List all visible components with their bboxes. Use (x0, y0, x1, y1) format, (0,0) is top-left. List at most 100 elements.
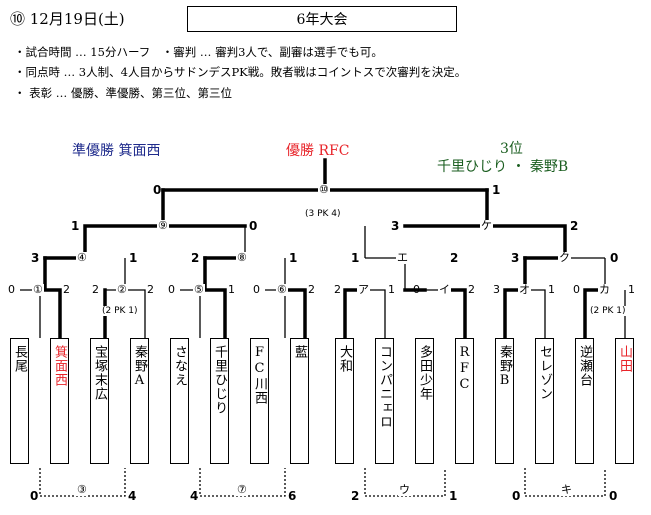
score-e-left: 1 (351, 251, 360, 265)
team-box-hatano-b: 秦野B (495, 338, 514, 464)
score-8-left: 2 (191, 251, 200, 265)
score-ke-left: 3 (391, 219, 400, 233)
match-label-5: ⑤ (193, 283, 205, 296)
team-box-takarazuka-suehiro: 宝塚末広 (90, 338, 109, 464)
team-box-yamada: 山田 (615, 338, 634, 464)
match-label-9: ⑨ (157, 219, 169, 232)
team-box-rfc: RFC (455, 338, 474, 464)
team-name: RFC (457, 345, 472, 393)
rule-line-time: ・試合時間 … 15分ハーフ ・審判 … 審判3人で、副審は選手でも可。 (14, 45, 383, 59)
team-name: FC川西 (252, 345, 267, 405)
team-box-fc-kawanishi: FC川西 (250, 338, 269, 464)
match-label-4: ④ (76, 251, 88, 264)
score-6-left: 0 (253, 283, 260, 296)
score-3-left: 0 (30, 489, 39, 503)
match-label-a: ア (357, 283, 370, 296)
score-ku-right: 0 (610, 251, 619, 265)
score-i-left: 0 (413, 283, 420, 296)
team-name: 山田 (617, 345, 632, 373)
team-name: 長尾 (12, 345, 27, 373)
score-ka-right: 1 (628, 283, 635, 296)
score-2-right: 2 (147, 283, 154, 296)
team-name: 逆瀬台 (577, 345, 592, 387)
score-u-right: 1 (449, 489, 458, 503)
match-label-ki: キ (560, 483, 573, 496)
team-name: 多田少年 (417, 345, 432, 401)
winner-result: 優勝 RFC (286, 143, 350, 159)
third-place-teams: 千里ひじり ・ 秦野B (437, 159, 569, 175)
score-6-right: 2 (308, 283, 315, 296)
score-2-left: 2 (92, 283, 99, 296)
score-o-right: 1 (548, 283, 555, 296)
team-box-companero: コンパニェロ (375, 338, 394, 464)
score-ke-right: 2 (570, 219, 579, 233)
match-label-3: ③ (76, 483, 88, 496)
score-9-right: 0 (249, 219, 258, 233)
match-label-ka: カ (598, 283, 611, 296)
score-7-right: 6 (288, 489, 297, 503)
rule-line-awards: ・ 表彰 … 優勝、準優勝、第三位、第三位 (14, 86, 232, 100)
score-u-left: 2 (351, 489, 360, 503)
event-title: 6年大会 (296, 12, 348, 28)
team-name: 千里ひじり (212, 345, 227, 415)
match-label-7: ⑦ (236, 483, 248, 496)
score-8-right: 1 (289, 251, 298, 265)
match-label-ku: ク (558, 251, 571, 264)
team-name: 秦野A (132, 345, 147, 389)
score-a-left: 2 (334, 283, 341, 296)
score-7-left: 4 (190, 489, 199, 503)
match-label-6: ⑥ (276, 283, 288, 296)
team-name: セレゾン (537, 345, 552, 401)
score-ki-left: 0 (512, 489, 521, 503)
score-1-right: 2 (63, 283, 70, 296)
team-name: 藍 (292, 345, 307, 359)
rule-line-tie: ・同点時 … 3人制、4人目からサドンデスPK戦。敗者戦はコイントスで次審判を決… (14, 65, 467, 79)
match-label-e: エ (396, 251, 409, 264)
event-number-date: ⑩ 12月19日(土) (10, 10, 125, 28)
score-ki-right: 0 (609, 489, 618, 503)
team-box-sanae: さなえ (170, 338, 189, 464)
match-label-8: ⑧ (236, 251, 248, 264)
team-box-ai: 藍 (290, 338, 309, 464)
team-box-hatano-a: 秦野A (130, 338, 149, 464)
score-a-right: 1 (388, 283, 395, 296)
score-i-right: 2 (468, 283, 475, 296)
team-box-tada-shonen: 多田少年 (415, 338, 434, 464)
score-4-right: 1 (129, 251, 138, 265)
match-label-2: ② (116, 283, 128, 296)
score-1-left: 0 (8, 283, 15, 296)
team-box-yamato: 大和 (335, 338, 354, 464)
event-title-box: 6年大会 (187, 6, 457, 32)
match-label-u: ウ (398, 483, 411, 496)
score-5-right: 1 (228, 283, 235, 296)
match-label-o: オ (518, 283, 531, 296)
pk-note-2: (2 PK 1) (102, 306, 138, 316)
team-name: 宝塚末広 (92, 345, 107, 401)
score-4-left: 3 (31, 251, 40, 265)
team-box-cerezo: セレゾン (535, 338, 554, 464)
team-box-nagao: 長尾 (10, 338, 29, 464)
score-o-left: 3 (493, 283, 500, 296)
score-3-right: 4 (128, 489, 137, 503)
match-label-i: イ (438, 283, 451, 296)
score-ka-left: 0 (573, 283, 580, 296)
team-box-minohnishi: 箕面西 (50, 338, 69, 464)
match-label-final: ⑩ (318, 183, 330, 196)
team-name: さなえ (172, 345, 187, 387)
score-9-left: 1 (71, 219, 80, 233)
team-box-sakasedai: 逆瀬台 (575, 338, 594, 464)
score-ku-left: 3 (511, 251, 520, 265)
score-e-right: 2 (450, 251, 459, 265)
team-name: 大和 (337, 345, 352, 373)
pk-note-ka: (2 PK 1) (590, 306, 626, 316)
pk-note-final: (3 PK 4) (305, 209, 341, 219)
match-label-ke: ケ (480, 219, 493, 232)
third-place-label: 3位 (500, 141, 523, 157)
score-final-right: 1 (492, 183, 501, 197)
score-5-left: 0 (168, 283, 175, 296)
team-name: コンパニェロ (377, 345, 392, 429)
team-name: 秦野B (497, 345, 512, 389)
runner-up-result: 準優勝 箕面西 (72, 143, 161, 159)
team-name: 箕面西 (52, 345, 67, 387)
match-label-1: ① (32, 283, 44, 296)
